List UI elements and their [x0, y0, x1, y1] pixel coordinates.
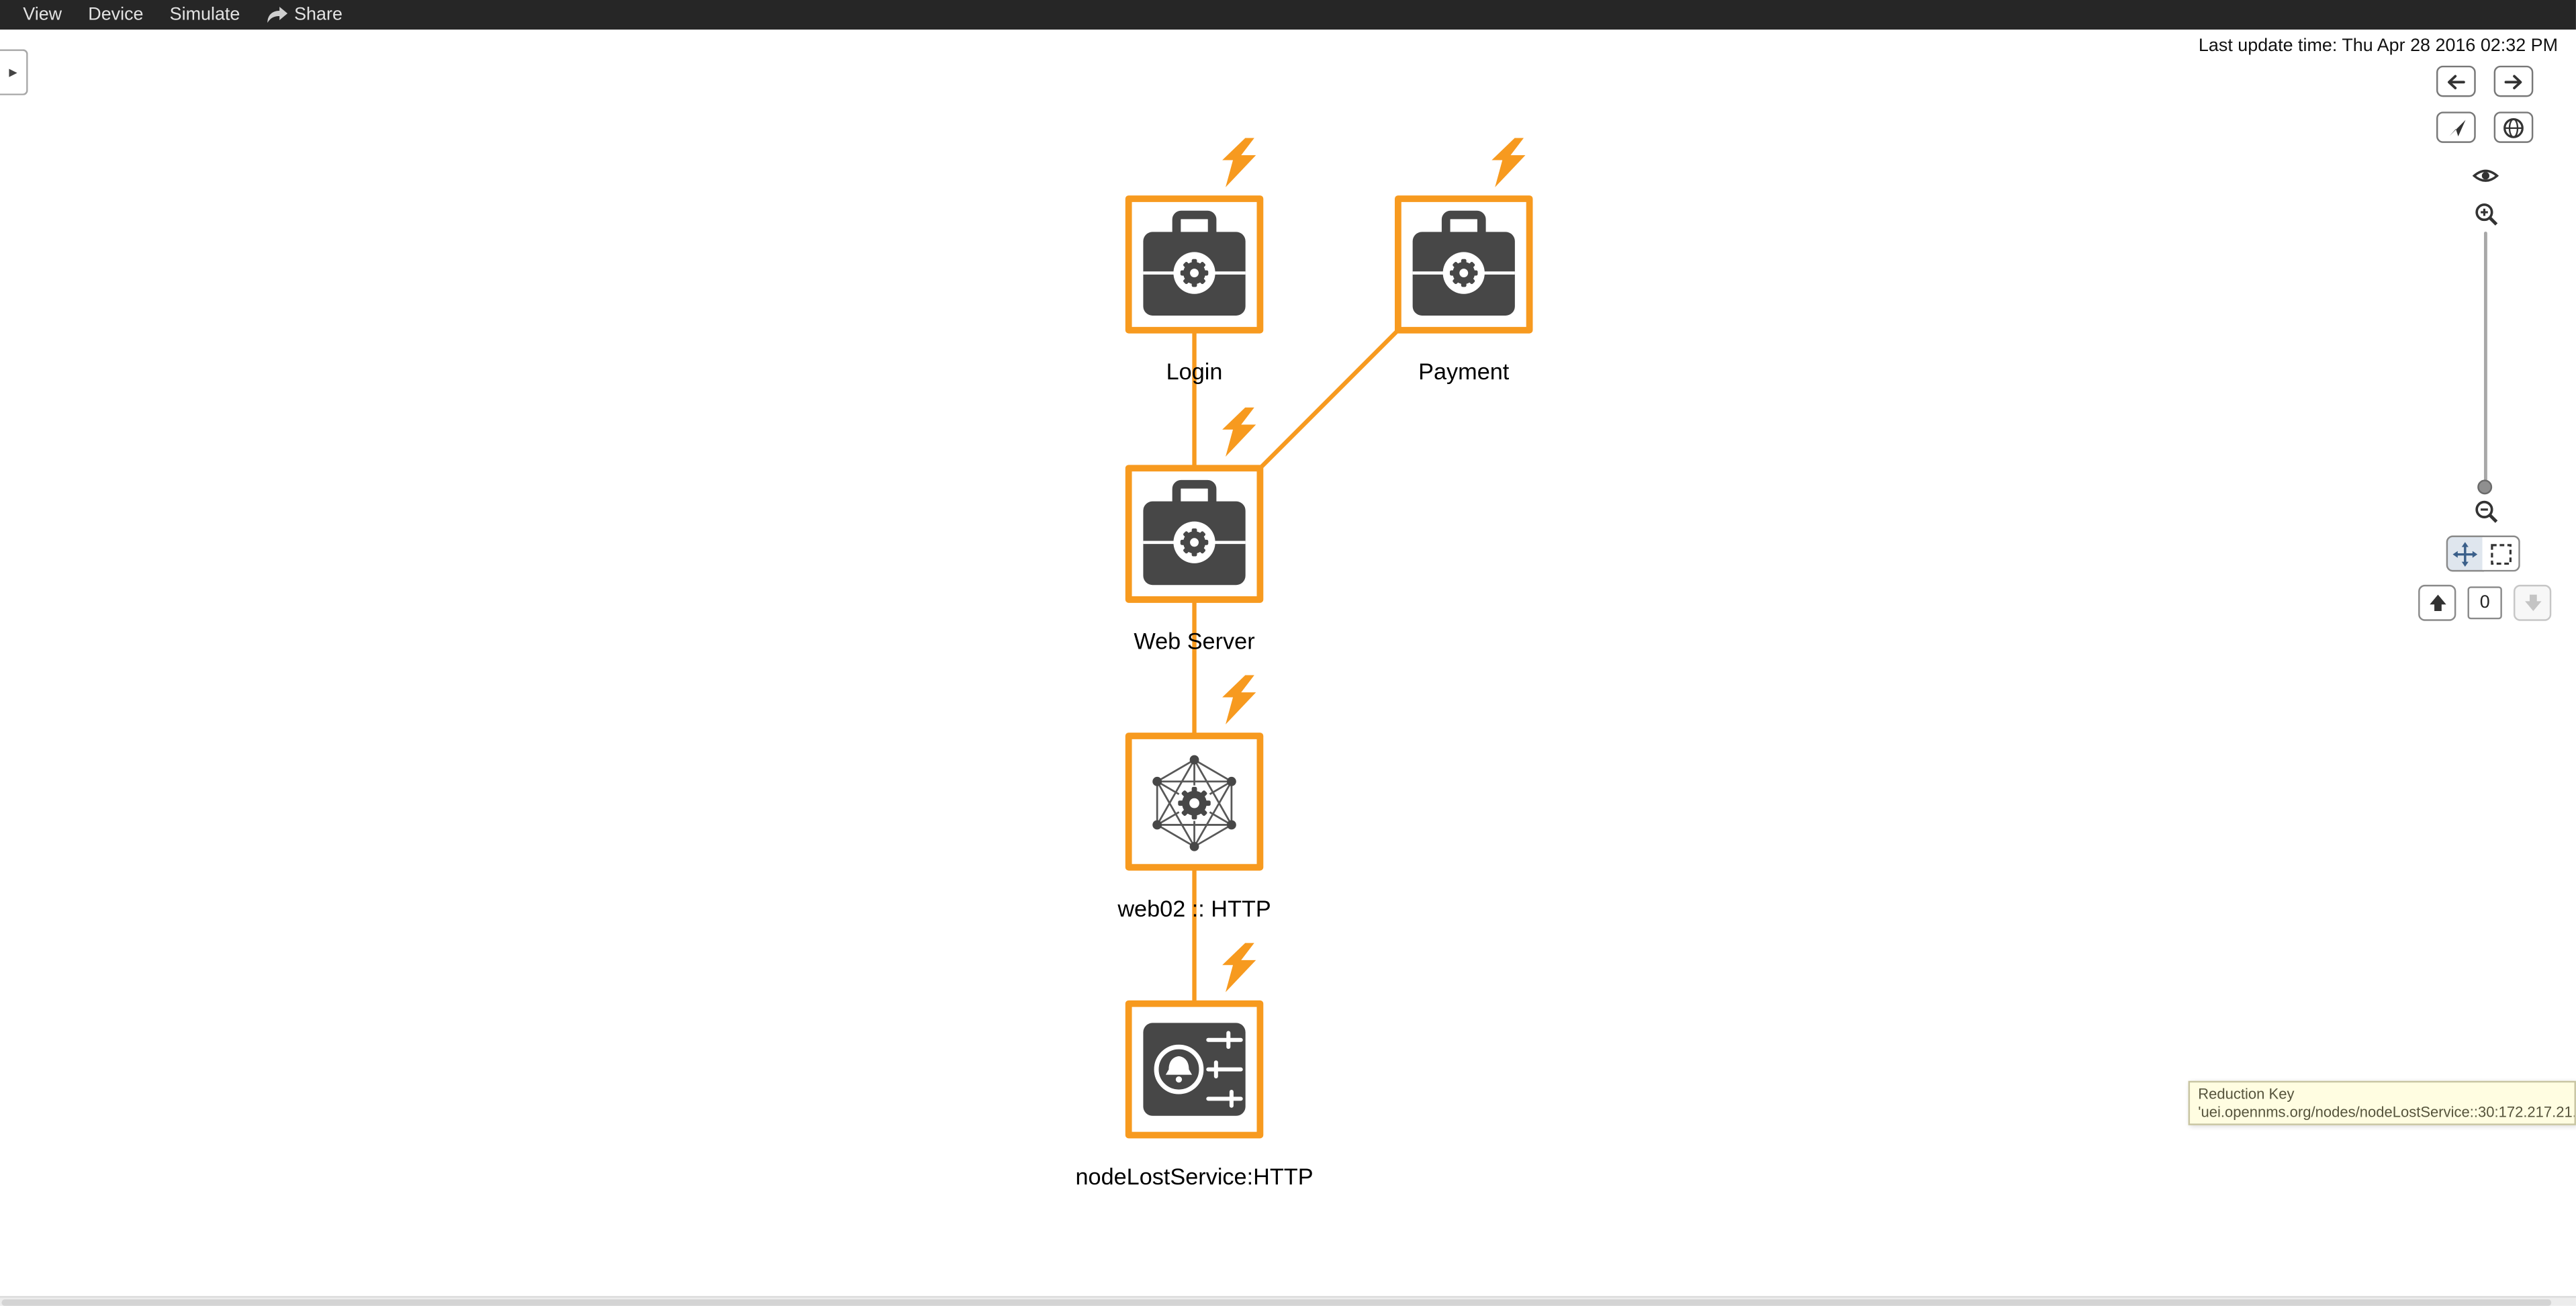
sidebar-expand-tab[interactable]: ▸ [0, 49, 28, 95]
vertex-label-node-lost-service: nodeLostService:HTTP [1075, 1163, 1314, 1190]
vertex-label-payment: Payment [1418, 358, 1510, 385]
history-forward-button[interactable] [2493, 65, 2534, 97]
last-update-time: Last update time: Thu Apr 28 2016 02:32 … [2198, 36, 2559, 56]
pan-icon [2452, 541, 2478, 566]
vertex-box-payment[interactable] [1394, 195, 1533, 334]
back-arrow-icon [2447, 74, 2465, 89]
szl-value[interactable]: 0 [2467, 586, 2502, 620]
level-down-icon [2524, 594, 2541, 612]
vertex-node-lost-service[interactable]: nodeLostService:HTTP [1075, 943, 1314, 1189]
chevron-right-icon: ▸ [9, 63, 17, 82]
menu-view[interactable]: View [23, 5, 62, 25]
vertex-payment[interactable]: Payment [1394, 138, 1533, 384]
menu-device[interactable]: Device [88, 5, 144, 25]
menu-bar: View Device Simulate Share [0, 0, 2576, 30]
fit-to-map-button[interactable] [2493, 111, 2534, 143]
alarm-lightning-icon [1222, 407, 1256, 457]
ip-service-icon [1152, 755, 1236, 851]
share-icon [267, 7, 288, 23]
vertex-label-login: Login [1166, 358, 1223, 385]
menu-share[interactable]: Share [253, 0, 356, 30]
marquee-select-icon [2490, 543, 2511, 564]
zoom-slider-track[interactable] [2483, 231, 2487, 481]
vertex-web02-http[interactable]: web02 :: HTTP [1117, 675, 1271, 921]
tooltip-value: 'uei.opennms.org/nodes/nodeLostService::… [2198, 1103, 2576, 1121]
locate-icon [2448, 120, 2465, 137]
vertex-box-web02-http[interactable] [1125, 733, 1264, 871]
tooltip-title: Reduction Key [2198, 1086, 2295, 1103]
eye-icon [2472, 169, 2499, 182]
horizontal-scrollbar-thumb[interactable] [1, 1299, 2552, 1306]
pan-mode-button[interactable] [2446, 535, 2484, 572]
zoom-out-icon [2475, 500, 2498, 523]
reduction-key-tooltip: Reduction Key 'uei.opennms.org/nodes/nod… [2188, 1080, 2576, 1125]
alarm-icon [1143, 1023, 1246, 1116]
forward-arrow-icon [2504, 74, 2522, 89]
vertex-label-web02-http: web02 :: HTTP [1117, 895, 1271, 922]
select-mode-button[interactable] [2482, 535, 2520, 572]
toggle-highlight-button[interactable] [2472, 165, 2499, 194]
globe-icon [2503, 117, 2524, 138]
vertex-web-server[interactable]: Web Server [1125, 407, 1264, 654]
business-service-icon [1143, 479, 1246, 586]
vertex-box-node-lost-service[interactable] [1125, 1000, 1264, 1139]
zoom-in-icon [2475, 203, 2498, 226]
zoom-out-button[interactable] [2474, 500, 2499, 532]
center-on-selection-button[interactable] [2436, 111, 2476, 143]
level-down-button[interactable] [2513, 584, 2552, 621]
level-up-icon [2429, 594, 2446, 612]
alarm-lightning-icon [1222, 675, 1256, 725]
history-back-button[interactable] [2436, 65, 2476, 97]
business-service-icon [1412, 210, 1515, 316]
zoom-slider-handle[interactable] [2477, 479, 2493, 495]
vertex-login[interactable]: Login [1125, 138, 1264, 384]
vertex-label-web-server: Web Server [1134, 627, 1255, 654]
zoom-in-button[interactable] [2474, 202, 2499, 235]
business-service-icon [1143, 210, 1246, 316]
level-up-button[interactable] [2418, 584, 2456, 621]
vertex-box-login[interactable] [1125, 195, 1264, 334]
alarm-lightning-icon [1222, 943, 1256, 992]
alarm-lightning-icon [1222, 138, 1256, 187]
vertex-box-web-server[interactable] [1125, 465, 1264, 603]
menu-share-label: Share [294, 5, 342, 25]
alarm-lightning-icon [1491, 138, 1526, 187]
horizontal-scrollbar[interactable] [0, 1296, 2576, 1306]
menu-simulate[interactable]: Simulate [169, 5, 240, 25]
